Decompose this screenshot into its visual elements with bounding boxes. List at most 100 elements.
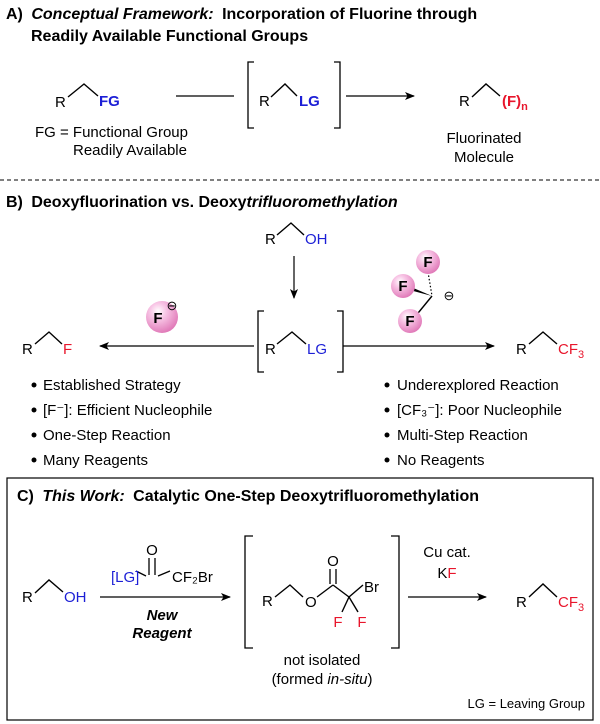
right-bracket bbox=[334, 61, 341, 129]
c-f-bond bbox=[341, 596, 350, 613]
r-label: R bbox=[516, 341, 527, 358]
r-label: R bbox=[516, 594, 527, 611]
section-a-label: A) bbox=[6, 6, 23, 23]
cf3-label: CF3 bbox=[558, 594, 584, 614]
final-product: R CF3 bbox=[516, 583, 584, 614]
alkyl-bond bbox=[274, 584, 304, 598]
list-item: [F⁻]: Efficient Nucleophile bbox=[43, 402, 212, 419]
section-c-title-italic: This Work: bbox=[42, 488, 124, 505]
section-b-title-italic: trifluoromethylation bbox=[247, 194, 398, 211]
ester-bond bbox=[316, 584, 334, 598]
bullet-icon bbox=[384, 432, 390, 438]
section-c-title-rest: Catalytic One-Step Deoxytrifluoromethyla… bbox=[133, 488, 479, 505]
fluorine-label: F bbox=[357, 614, 366, 631]
fluorine-atom-label: F bbox=[405, 313, 414, 330]
section-b-title: B) Deoxyfluorination vs. Deoxytrifluorom… bbox=[6, 194, 398, 211]
intermediate-caption-line2: (formed in-situ) bbox=[272, 671, 373, 688]
right-bracket bbox=[391, 535, 400, 649]
list-item: Many Reagents bbox=[43, 452, 148, 469]
fluorine-sphere-icon bbox=[416, 250, 440, 274]
left-bracket bbox=[257, 310, 264, 373]
this-work-box bbox=[6, 477, 594, 721]
alkyl-bond bbox=[528, 583, 558, 598]
r-label: R bbox=[259, 93, 270, 110]
alkyl-bond bbox=[34, 331, 63, 345]
left-bracket bbox=[244, 535, 253, 649]
fluoride-sphere-icon bbox=[146, 301, 178, 333]
section-a-title: A) Conceptual Framework: Incorporation o… bbox=[6, 6, 477, 23]
fluoride-source-label: KF bbox=[437, 565, 456, 582]
new-reagent-caption: New bbox=[147, 607, 179, 624]
hydroxyl-label: OH bbox=[305, 231, 328, 248]
product-caption-line1: Fluorinated bbox=[446, 130, 521, 147]
difluorobromomethyl-label: CF₂Br bbox=[172, 569, 213, 586]
product-caption-line2: Molecule bbox=[454, 149, 514, 166]
fg-note-line2: Readily Available bbox=[73, 142, 187, 159]
hydroxyl-label: OH bbox=[64, 589, 87, 606]
fluorine-sphere-icon bbox=[398, 309, 422, 333]
section-b: B) Deoxyfluorination vs. Deoxytrifluorom… bbox=[6, 194, 584, 469]
r-label: R bbox=[55, 94, 66, 111]
lg-footnote: LG = Leaving Group bbox=[468, 696, 585, 711]
new-reagent-caption: Reagent bbox=[132, 625, 192, 642]
alkyl-bond bbox=[276, 222, 305, 236]
fluorinated-product: R (F)n bbox=[459, 83, 528, 113]
cf3-label: CF3 bbox=[558, 341, 584, 361]
trifluoromethyl-anion: F F F ⊖ bbox=[391, 250, 454, 333]
list-item: No Reagents bbox=[397, 452, 485, 469]
list-item: [CF₃⁻]: Poor Nucleophile bbox=[397, 402, 562, 419]
alpha-bond bbox=[332, 584, 350, 598]
center-r-lg: R LG bbox=[257, 310, 344, 373]
fluorine-sphere-icon bbox=[391, 274, 415, 298]
alkyl-bond bbox=[67, 83, 99, 98]
section-c-label: C) bbox=[17, 488, 34, 505]
r-label: R bbox=[265, 341, 276, 358]
c-br-bond bbox=[348, 584, 364, 598]
bullet-icon bbox=[31, 407, 37, 413]
section-a-title-italic: Conceptual Framework: bbox=[31, 6, 213, 23]
r-label: R bbox=[22, 341, 33, 358]
acyl-bond bbox=[135, 570, 147, 577]
bromine-label: Br bbox=[364, 579, 379, 596]
r-label: R bbox=[459, 93, 470, 110]
intermediate-caption-line1: not isolated bbox=[284, 652, 361, 669]
bullet-icon bbox=[31, 432, 37, 438]
section-c-title: C) This Work: Catalytic One-Step Deoxytr… bbox=[17, 488, 479, 505]
alkyl-bond bbox=[34, 579, 64, 594]
catalyst-label: Cu cat. bbox=[423, 544, 471, 561]
fluorine-group-label: (F)n bbox=[502, 93, 528, 113]
alcohol-top: R OH bbox=[265, 222, 328, 248]
section-b-title-plain: Deoxyfluorination vs. Deoxy bbox=[31, 194, 246, 211]
fluorine-atom-label: F bbox=[423, 254, 432, 271]
section-a: A) Conceptual Framework: Incorporation o… bbox=[6, 6, 528, 166]
starting-alcohol: R OH bbox=[22, 579, 87, 606]
left-bracket bbox=[247, 61, 254, 129]
bullet-icon bbox=[31, 457, 37, 463]
ester-intermediate: R O O Br F F bbox=[244, 535, 400, 649]
leaving-group-label: LG bbox=[307, 341, 327, 358]
alkyl-bond bbox=[276, 331, 307, 345]
fluoride-atom-label: F bbox=[153, 310, 162, 327]
list-item: Multi-Step Reaction bbox=[397, 427, 528, 444]
carbonyl-oxygen-label: O bbox=[146, 542, 158, 559]
start-material-r-fg: R FG bbox=[55, 83, 120, 111]
new-reagent-structure: O [LG] CF₂Br bbox=[111, 542, 213, 586]
bullet-icon bbox=[384, 457, 390, 463]
functional-group-label: FG bbox=[99, 93, 120, 110]
hashed-bond bbox=[427, 271, 433, 297]
r-label: R bbox=[22, 589, 33, 606]
carbonyl-oxygen-label: O bbox=[327, 553, 339, 570]
left-bullet-list: Established Strategy [F⁻]: Efficient Nuc… bbox=[31, 377, 212, 469]
leaving-group-label: LG bbox=[299, 93, 320, 110]
right-bullet-list: Underexplored Reaction [CF₃⁻]: Poor Nucl… bbox=[384, 377, 562, 469]
alkyl-bond bbox=[471, 83, 501, 98]
negative-charge-icon: ⊖ bbox=[444, 288, 455, 303]
list-item: One-Step Reaction bbox=[43, 427, 171, 444]
fluorine-label: F bbox=[63, 341, 72, 358]
section-b-label: B) bbox=[6, 194, 23, 211]
ester-oxygen-label: O bbox=[305, 594, 317, 611]
fluorine-atom-label: F bbox=[398, 278, 407, 295]
leaving-group-label: [LG] bbox=[111, 569, 139, 586]
c-f-bond bbox=[348, 596, 359, 613]
